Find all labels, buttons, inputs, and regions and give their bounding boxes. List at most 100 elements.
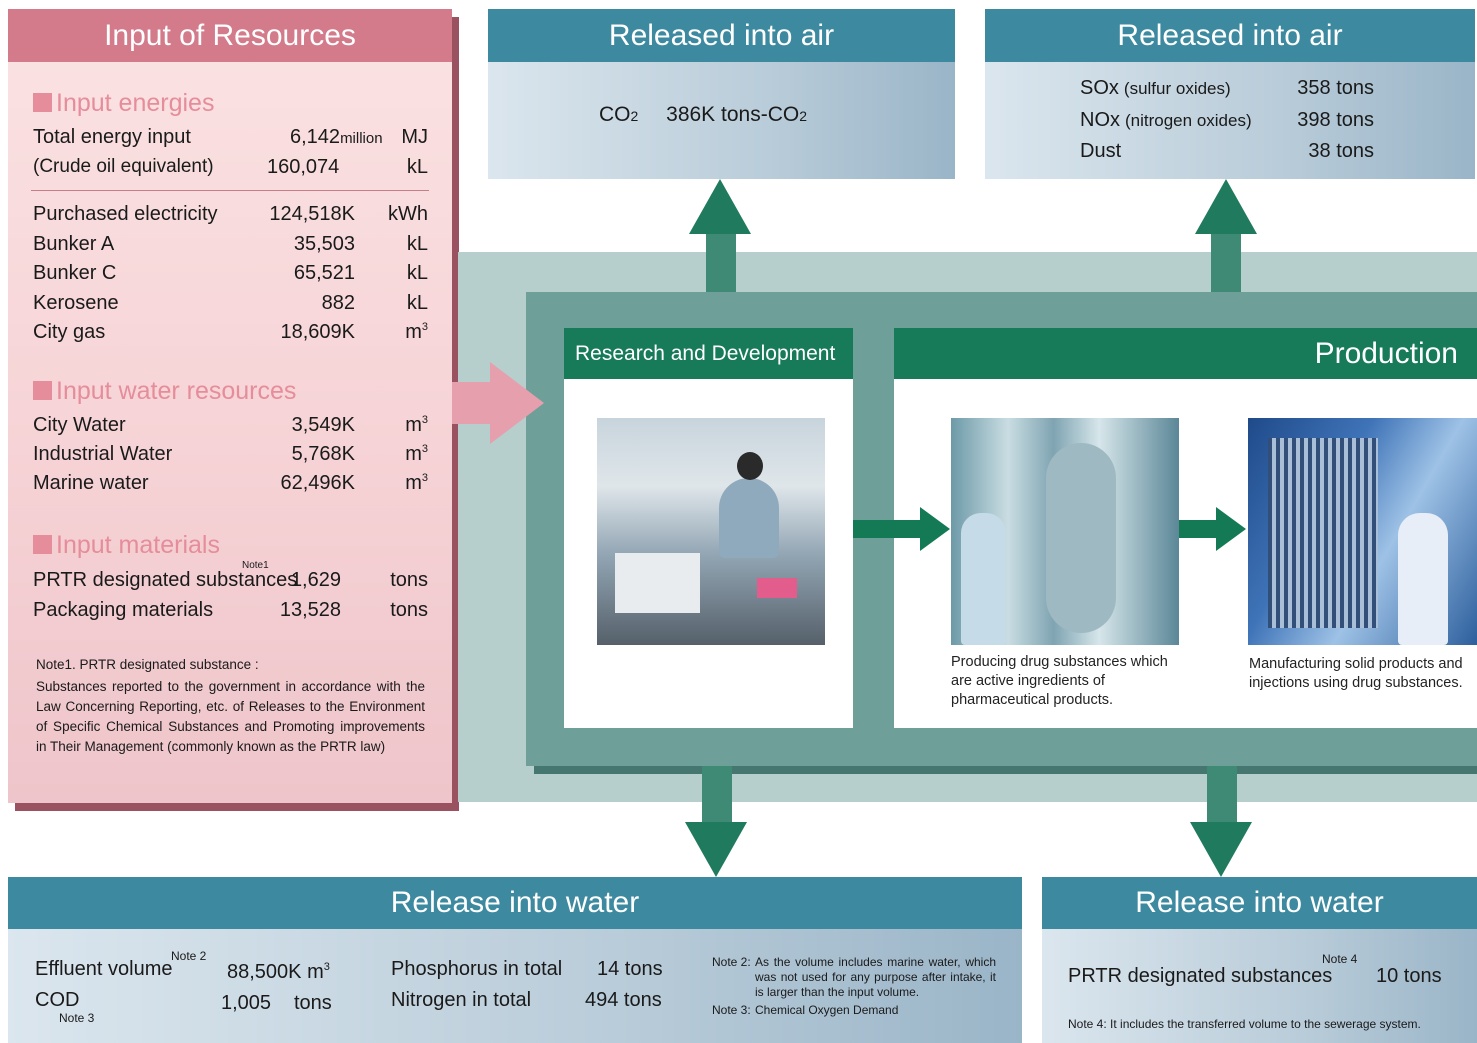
arrow-down-right-icon xyxy=(1190,822,1252,877)
resource-value: 124,518K xyxy=(269,203,355,225)
resource-unit: kL xyxy=(406,262,428,284)
prtr-release-value: 10 tons xyxy=(1376,965,1442,987)
note4-marker: Note 4 xyxy=(1322,952,1358,966)
arrow-right-2-icon xyxy=(1216,507,1246,551)
note1-body: Substances reported to the government in… xyxy=(36,679,425,754)
researcher-shape xyxy=(719,478,779,558)
air-pollutant-value: 398 tons xyxy=(1297,108,1374,131)
lab-equipment-shape xyxy=(615,553,700,613)
note3-marker: Note 3 xyxy=(59,1011,95,1025)
caption-drug-substances: Producing drug substances which are acti… xyxy=(951,654,1168,708)
total-energy-row: Total energy input 6,142million MJ xyxy=(0,126,428,152)
input-resources-title: Input of Resources xyxy=(8,9,452,62)
effluent-value: 88,500K m xyxy=(227,961,324,983)
co2-line: CO2 386K tons-CO2 xyxy=(599,103,807,127)
water-right-title: Release into water xyxy=(1042,877,1477,929)
air-right-title: Released into air xyxy=(985,9,1475,62)
caption-solid-products: Manufacturing solid products and injecti… xyxy=(1249,656,1463,691)
note2-label: Note 2: xyxy=(712,955,751,969)
air-pollutant-value: 358 tons xyxy=(1297,77,1374,99)
resource-unit-superscript: 3 xyxy=(421,414,428,426)
note3-text: Chemical Oxygen Demand xyxy=(755,1003,899,1017)
arrow-down-left-shaft xyxy=(702,766,732,826)
input-materials-heading: Input materials xyxy=(33,531,220,560)
resource-unit: kWh xyxy=(388,203,428,225)
air-left-title: Released into air xyxy=(488,9,955,62)
energy-divider xyxy=(31,190,429,191)
production-plant-photo xyxy=(951,418,1179,645)
air-pollutant-description: (nitrogen oxides) xyxy=(1125,110,1252,130)
note1-title: Note1. PRTR designated substance : xyxy=(36,657,259,672)
crude-oil-value: 160,074 xyxy=(267,156,340,178)
resource-unit-superscript: 3 xyxy=(421,321,428,333)
phosphorus-value: 14 tons xyxy=(597,958,663,980)
water-right-body xyxy=(1042,929,1477,1043)
water-left-title: Release into water xyxy=(8,877,1022,929)
air-pollutant-description: (sulfur oxides) xyxy=(1123,79,1231,98)
resource-label: Bunker C xyxy=(33,262,117,284)
resource-value: 13,528 xyxy=(279,599,341,621)
crude-oil-row: (Crude oil equivalent) 160,074 kL xyxy=(0,156,428,182)
resource-unit-group: kL xyxy=(407,233,428,256)
co2-value: 386K tons-CO xyxy=(666,103,800,126)
cod-value: 1,005 xyxy=(221,992,272,1014)
effluent-label: Effluent volume xyxy=(35,958,173,980)
arrow-right-1-shaft xyxy=(853,520,923,538)
resource-row: Industrial Water 5,768K m3 xyxy=(0,443,428,469)
input-energies-heading: Input energies xyxy=(33,89,214,118)
air-pollutant-value: 38 tons xyxy=(1308,140,1374,162)
effluent-value-group: 88,500K m3 xyxy=(227,961,330,984)
crude-oil-unit: kL xyxy=(406,156,428,178)
sample-rack-shape xyxy=(757,578,797,598)
total-energy-value: 6,142 xyxy=(290,126,341,148)
resource-unit-superscript: 3 xyxy=(421,472,428,484)
resource-unit: kL xyxy=(406,291,428,314)
effluent-superscript: 3 xyxy=(323,961,330,973)
tank-shape xyxy=(1046,443,1116,633)
researcher-head-shape xyxy=(737,452,763,480)
production-cleanroom-photo xyxy=(1248,418,1477,645)
resource-value: 882 xyxy=(321,291,355,314)
arrow-right-2-shaft xyxy=(1179,520,1219,538)
input-materials-title: Input materials xyxy=(56,531,220,559)
resource-unit: m xyxy=(405,472,422,494)
phosphorus-label: Phosphorus in total xyxy=(391,958,563,980)
resource-value: 3,549K xyxy=(291,414,355,436)
prtr-release-label: PRTR designated substances xyxy=(1068,965,1333,987)
resource-unit-group: kL xyxy=(407,262,428,285)
rd-lab-photo xyxy=(597,418,825,645)
air-pollutant-label-group: Dust xyxy=(1080,140,1126,163)
resource-unit: m xyxy=(405,443,422,465)
arrow-up-left-icon xyxy=(689,179,751,234)
square-bullet-icon xyxy=(33,381,52,400)
arrow-up-right-icon xyxy=(1195,179,1257,234)
worker-shape xyxy=(961,513,1006,645)
resource-label: Industrial Water xyxy=(33,443,173,465)
input-energies-title: Input energies xyxy=(56,89,215,117)
rd-title: Research and Development xyxy=(564,328,853,379)
resource-unit-superscript: 3 xyxy=(421,443,428,455)
resource-row: Kerosene 882 kL xyxy=(0,292,428,318)
resource-value: 18,609K xyxy=(280,321,355,343)
arrow-down-left-icon xyxy=(685,822,747,877)
resource-label: Bunker A xyxy=(33,232,115,255)
arrow-up-right-shaft xyxy=(1211,230,1241,293)
resource-unit-group: m3 xyxy=(405,472,428,495)
air-pollutant-label: NOx xyxy=(1080,108,1120,131)
resource-unit: tons xyxy=(390,599,428,621)
resource-label: Kerosene xyxy=(33,291,119,314)
note2-marker: Note 2 xyxy=(171,949,207,963)
resource-value: 5,768K xyxy=(291,443,355,465)
nitrogen-value: 494 tons xyxy=(585,989,662,1011)
square-bullet-icon xyxy=(33,93,52,112)
note4-text: Note 4: It includes the transferred volu… xyxy=(1068,1017,1421,1031)
air-pollutant-label: Dust xyxy=(1080,140,1122,162)
arrow-down-right-shaft xyxy=(1207,766,1237,826)
